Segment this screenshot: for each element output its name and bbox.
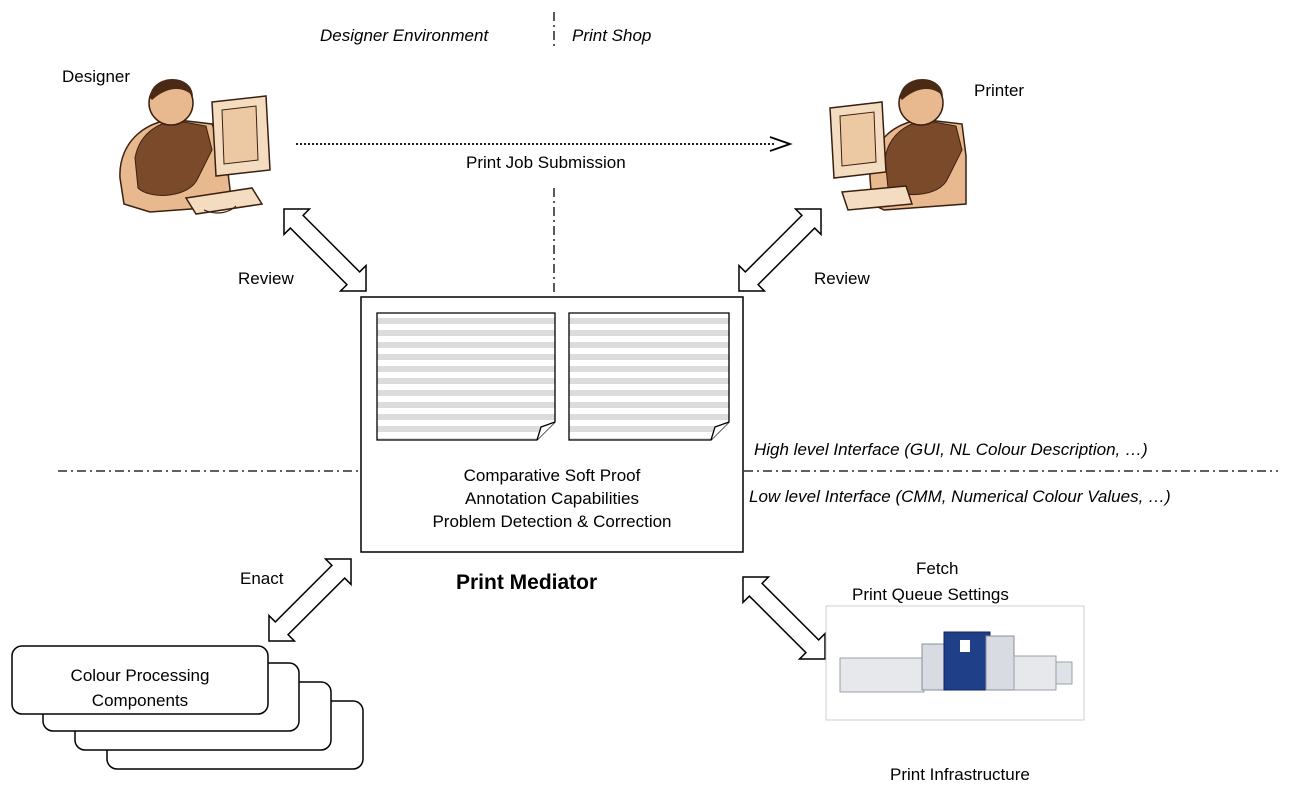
print-mediator-title: Print Mediator xyxy=(456,571,598,594)
mediator-feature-1: Comparative Soft Proof xyxy=(463,466,641,485)
enact-label: Enact xyxy=(240,569,284,588)
print-machine-icon xyxy=(825,605,1085,721)
print-infrastructure-label: Print Infrastructure xyxy=(890,765,1030,784)
fetch-label: Fetch xyxy=(916,559,959,578)
review-right-double-arrow xyxy=(738,208,822,292)
cpc-line-2: Components xyxy=(91,691,189,710)
printer-person-icon xyxy=(829,78,967,211)
document-page-icon xyxy=(568,312,730,441)
print-queue-settings-label: Print Queue Settings xyxy=(852,585,1009,604)
review-left-double-arrow xyxy=(283,208,367,292)
cpc-line-1: Colour Processing xyxy=(70,666,210,685)
print-shop-label: Print Shop xyxy=(572,26,652,45)
designer-label: Designer xyxy=(62,67,131,86)
colour-processing-components-label: Colour Processing Components xyxy=(12,663,268,713)
print-job-submission-label: Print Job Submission xyxy=(466,153,626,172)
mediator-feature-3: Problem Detection & Correction xyxy=(432,512,672,531)
printer-label: Printer xyxy=(974,81,1025,100)
print-job-arrowhead xyxy=(769,136,793,152)
enact-double-arrow xyxy=(268,558,352,642)
document-page-icon xyxy=(376,312,556,441)
high-level-interface-label: High level Interface (GUI, NL Colour Des… xyxy=(754,440,1148,459)
colour-processing-components-stack xyxy=(11,645,364,770)
review-right-label: Review xyxy=(814,269,870,288)
mediator-features: Comparative Soft Proof Annotation Capabi… xyxy=(362,464,742,533)
designer-person-icon xyxy=(119,78,271,215)
mediator-feature-2: Annotation Capabilities xyxy=(465,489,639,508)
low-level-interface-label: Low level Interface (CMM, Numerical Colo… xyxy=(749,487,1171,506)
designer-environment-label: Designer Environment xyxy=(320,26,489,45)
fetch-double-arrow xyxy=(742,576,826,660)
review-left-label: Review xyxy=(238,269,294,288)
